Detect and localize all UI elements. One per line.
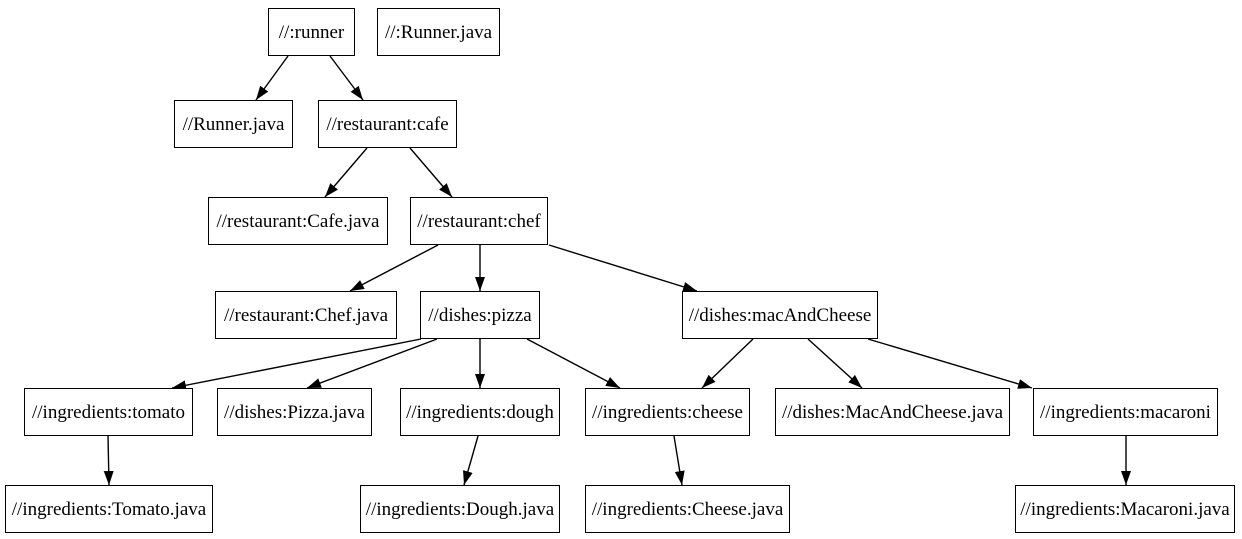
node-runner-java: //Runner.java [174, 100, 293, 148]
edge-cheese-to-cheese-java [673, 435, 685, 486]
node-chef-java: //restaurant:Chef.java [215, 291, 397, 339]
node-label-runner-java: //Runner.java [182, 113, 285, 135]
node-label-pizza-java: //dishes:Pizza.java [224, 401, 365, 423]
node-label-macaroni: //ingredients:macaroni [1040, 401, 1211, 423]
node-mac-and-cheese-java: //dishes:MacAndCheese.java [775, 388, 1010, 436]
node-chef: //restaurant:chef [410, 197, 548, 245]
node-label-chef-java: //restaurant:Chef.java [223, 304, 389, 326]
edge-dough-to-dough-java [463, 435, 479, 486]
edge-cafe-to-chef [409, 147, 453, 198]
node-label-cafe: //restaurant:cafe [326, 113, 449, 135]
node-label-dough: //ingredients:dough [406, 401, 554, 423]
edge-chef-to-mac-and-cheese [548, 244, 698, 292]
node-dough: //ingredients:dough [400, 388, 560, 436]
node-tomato: //ingredients:tomato [24, 388, 193, 436]
node-label-mac-and-cheese: //dishes:macAndCheese [688, 304, 872, 326]
node-label-macaroni-java: //ingredients:Macaroni.java [1020, 498, 1230, 520]
node-cheese: //ingredients:cheese [585, 388, 750, 436]
edge-mac-and-cheese-to-cheese [701, 338, 754, 389]
edge-pizza-to-pizza-java [306, 338, 438, 389]
node-pizza: //dishes:pizza [420, 291, 540, 339]
node-runner-java-target: //:Runner.java [377, 8, 500, 56]
node-label-cafe-java: //restaurant:Cafe.java [216, 210, 380, 232]
node-macaroni: //ingredients:macaroni [1033, 388, 1218, 436]
node-label-tomato-java: //ingredients:Tomato.java [11, 498, 207, 520]
edge-runner-to-cafe [329, 55, 364, 101]
node-cafe-java: //restaurant:Cafe.java [208, 197, 388, 245]
node-cafe: //restaurant:cafe [318, 100, 457, 148]
node-mac-and-cheese: //dishes:macAndCheese [682, 291, 878, 339]
node-tomato-java: //ingredients:Tomato.java [5, 485, 213, 533]
node-runner: //:runner [268, 8, 355, 56]
edge-tomato-to-tomato-java [103, 435, 114, 486]
node-label-mac-and-cheese-java: //dishes:MacAndCheese.java [781, 401, 1004, 423]
node-label-chef: //restaurant:chef [417, 210, 541, 232]
node-label-tomato: //ingredients:tomato [31, 401, 186, 423]
node-cheese-java: //ingredients:Cheese.java [585, 485, 790, 533]
edge-pizza-to-tomato [171, 338, 422, 391]
node-label-runner: //:runner [278, 21, 345, 43]
edge-chef-to-chef-java [349, 244, 439, 292]
node-macaroni-java: //ingredients:Macaroni.java [1015, 485, 1235, 533]
node-label-dough-java: //ingredients:Dough.java [365, 498, 555, 520]
node-pizza-java: //dishes:Pizza.java [217, 388, 372, 436]
edge-runner-to-runner-java [255, 55, 289, 101]
node-label-runner-java-target: //:Runner.java [384, 21, 493, 43]
node-dough-java: //ingredients:Dough.java [360, 485, 560, 533]
node-label-cheese: //ingredients:cheese [592, 401, 743, 423]
edge-pizza-to-cheese [526, 338, 621, 389]
edge-mac-and-cheese-to-mac-and-cheese-java [807, 338, 863, 389]
edge-mac-and-cheese-to-macaroni [867, 338, 1033, 389]
node-label-pizza: //dishes:pizza [428, 304, 532, 326]
edge-cafe-to-cafe-java [324, 147, 368, 198]
node-label-cheese-java: //ingredients:Cheese.java [591, 498, 784, 520]
